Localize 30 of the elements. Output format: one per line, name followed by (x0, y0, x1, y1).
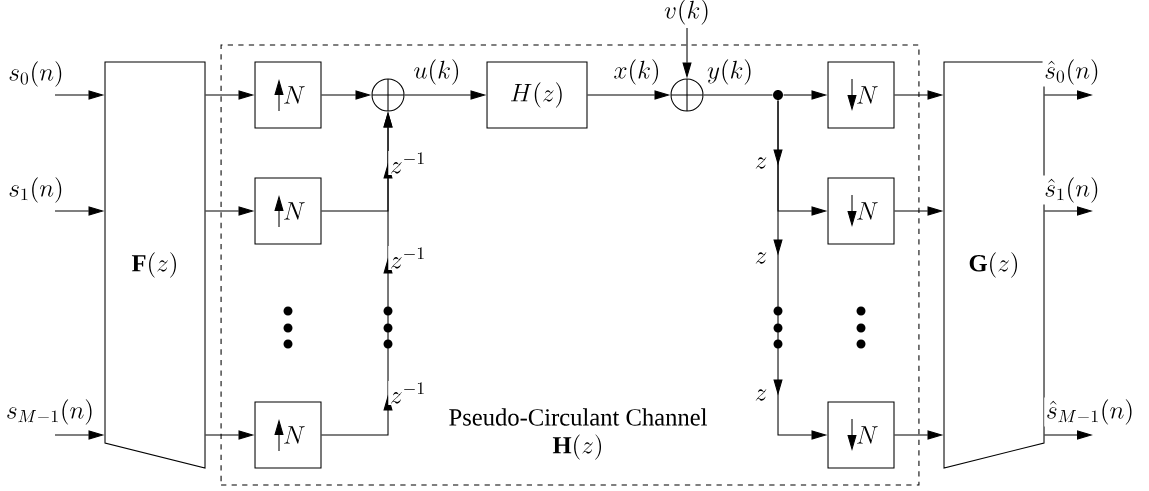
channel-symbol: $\mathbf{H}(z)$ (552, 434, 602, 460)
downsampler-box: $N$ (827, 401, 895, 469)
adder-circle (371, 78, 405, 112)
signal-label: $y(k)$ (705, 57, 755, 87)
adder-circle (670, 78, 704, 112)
delay-label: $z^{-1}$ (388, 381, 428, 405)
signal-label: $x(k)$ (611, 57, 663, 87)
filter-box: $H(z)$ (486, 61, 588, 129)
upsampler-box: $N$ (254, 177, 322, 245)
signal-label: $\hat{s}_{M-1}(n)$ (1044, 397, 1136, 427)
line (703, 94, 773, 96)
upsampler-box: $N$ (254, 401, 322, 469)
signal-label: $s_{M-1}(n)$ (4, 397, 96, 427)
signal-label: $u(k)$ (411, 57, 463, 87)
signal-label: $s_0(n)$ (6, 59, 66, 89)
filter-bank-block: $\mathbf{G}(z)$ (943, 61, 1045, 469)
delay-label: $z$ (752, 155, 770, 171)
signal-label: $v(k)$ (662, 0, 712, 27)
downsampler-box: $N$ (827, 177, 895, 245)
downsampler-box: $N$ (827, 61, 895, 129)
delay-label: $z^{-1}$ (388, 151, 428, 175)
signal-label: $\hat{s}_0(n)$ (1042, 57, 1102, 87)
signal-label: $s_1(n)$ (6, 175, 66, 205)
delay-label: $z$ (752, 250, 770, 266)
signal-label: $\hat{s}_1(n)$ (1042, 175, 1102, 205)
upsampler-box: $N$ (254, 61, 322, 129)
delay-label: $z^{-1}$ (388, 246, 428, 270)
filter-bank-block: $\mathbf{F}(z)$ (104, 61, 206, 469)
delay-label: $z$ (752, 387, 770, 403)
channel-title: Pseudo-Circulant Channel (449, 408, 707, 426)
